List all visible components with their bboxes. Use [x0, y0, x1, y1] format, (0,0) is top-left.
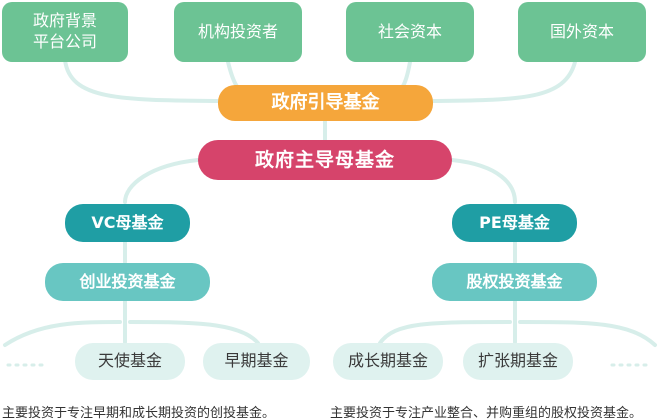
left-caption: 主要投资于专注早期和成长期投资的创投基金。 — [2, 406, 276, 420]
mother-fund-label: 政府主导母基金 — [254, 148, 395, 171]
vc-mother-fund: VC母基金 — [65, 204, 190, 242]
expansion-stage-fund: 扩张期基金 — [463, 343, 573, 380]
source-foreign-capital: 国外资本 — [518, 2, 646, 62]
early-stage-fund-label: 早期基金 — [224, 351, 289, 371]
right-caption: 主要投资于专注产业整合、并购重组的股权投资基金。 — [330, 406, 643, 420]
venture-capital-fund: 创业投资基金 — [45, 263, 210, 301]
private-equity-fund: 股权投资基金 — [432, 263, 597, 301]
private-equity-fund-label: 股权投资基金 — [466, 271, 563, 291]
guide-fund: 政府引导基金 — [218, 85, 433, 121]
source-social-capital: 社会资本 — [346, 2, 474, 62]
source-foreign-capital-label: 国外资本 — [549, 21, 614, 41]
angel-fund-label: 天使基金 — [97, 351, 162, 371]
expansion-stage-fund-label: 扩张期基金 — [477, 351, 558, 371]
source-institutional-investors: 机构投资者 — [174, 2, 302, 62]
vc-mother-fund-label: VC母基金 — [91, 212, 164, 232]
source-government-platform: 政府背景 平台公司 — [2, 2, 128, 62]
source-institutional-investors-label: 机构投资者 — [197, 21, 278, 41]
source-government-platform-label: 政府背景 平台公司 — [32, 11, 97, 51]
source-social-capital-label: 社会资本 — [377, 21, 442, 41]
venture-capital-fund-label: 创业投资基金 — [79, 271, 176, 291]
mother-fund: 政府主导母基金 — [198, 140, 452, 180]
angel-fund: 天使基金 — [75, 343, 185, 380]
pe-mother-fund: PE母基金 — [452, 204, 577, 242]
early-stage-fund: 早期基金 — [203, 343, 310, 380]
growth-stage-fund-label: 成长期基金 — [347, 351, 428, 371]
pe-mother-fund-label: PE母基金 — [479, 212, 550, 232]
growth-stage-fund: 成长期基金 — [333, 343, 443, 380]
guide-fund-label: 政府引导基金 — [271, 92, 380, 114]
